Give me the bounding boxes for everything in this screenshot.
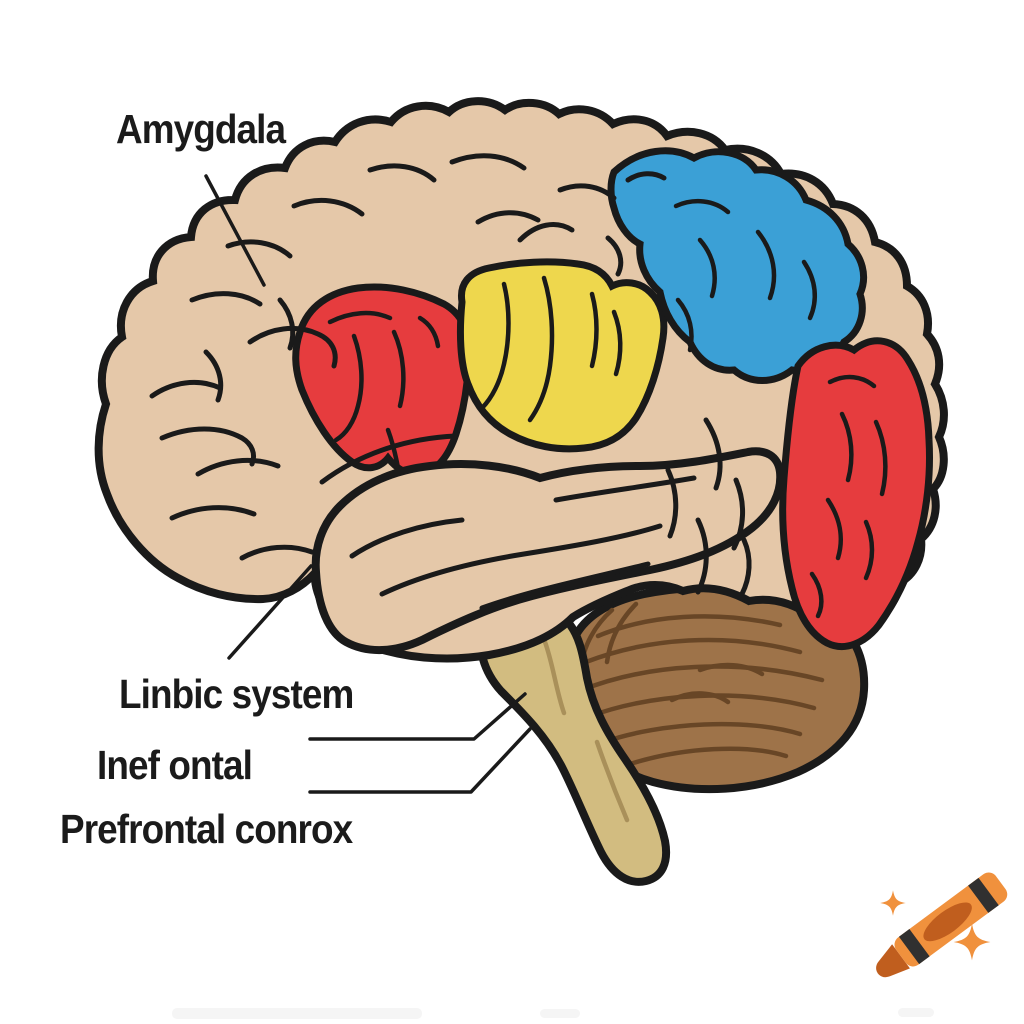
temporal-lobe-sulci xyxy=(349,475,697,611)
region-red-posterior-sulci xyxy=(809,374,888,619)
watermark-remnant xyxy=(540,1009,580,1018)
temporal-lobe xyxy=(311,447,785,654)
label-limbic-system: Linbic system xyxy=(119,671,354,717)
inefontal-leader-line xyxy=(308,692,527,741)
region-red-posterior-shape xyxy=(779,337,934,650)
crayon-stripe-right xyxy=(968,877,999,913)
crayon-label-ellipse xyxy=(923,902,972,942)
region-red-posterior xyxy=(779,337,934,650)
crayon-stripe-left xyxy=(898,929,930,965)
region-red-central xyxy=(292,283,473,501)
label-amygdala: Amygdala xyxy=(116,106,286,152)
sparkle-icon-large xyxy=(953,923,991,961)
label-prefrontal-cortex: Prefrontal conrox xyxy=(60,806,353,852)
crayon-tip xyxy=(876,944,910,978)
region-blue-sulci xyxy=(673,198,818,353)
label-inefontal: Inef ontal xyxy=(97,742,253,788)
brainstem xyxy=(476,600,670,886)
sparkle-icon-small xyxy=(880,890,906,916)
cortex-sulci xyxy=(149,153,752,597)
region-red-central-shape xyxy=(292,283,473,479)
crayon-logo xyxy=(876,872,1008,978)
region-yellow-sulci xyxy=(479,275,623,423)
brainstem-creases xyxy=(542,639,630,823)
cerebellum xyxy=(562,583,869,794)
region-yellow-shape xyxy=(456,258,668,453)
watermark-remnant xyxy=(898,1008,934,1017)
limbic-leader-line xyxy=(227,564,313,660)
prefrontal-leader-line xyxy=(308,727,532,794)
amygdala-leader-line xyxy=(204,174,266,287)
region-yellow xyxy=(456,258,668,453)
brainstem-body xyxy=(476,600,670,886)
watermark-remnant xyxy=(172,1008,422,1019)
cerebellum-grain-lines xyxy=(577,601,825,767)
leader-lines xyxy=(204,174,532,794)
